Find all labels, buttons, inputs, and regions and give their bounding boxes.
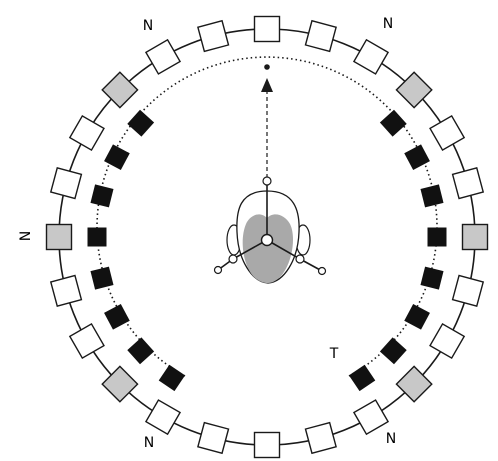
outer-square <box>453 275 484 306</box>
neighbor-square <box>47 225 72 250</box>
target-square <box>349 365 375 391</box>
heading-arrow-head <box>261 78 273 92</box>
outer-square <box>198 423 229 454</box>
inner-square <box>127 110 154 137</box>
top-joint <box>263 177 271 185</box>
right-joint <box>296 255 304 263</box>
outer-square <box>354 400 388 434</box>
head-figure <box>215 177 326 283</box>
right-end-joint <box>319 268 326 275</box>
outer-square <box>453 168 484 199</box>
left-joint <box>229 255 237 263</box>
left-end-joint <box>215 267 222 274</box>
neighbor-square <box>463 225 488 250</box>
inner-square <box>90 267 113 290</box>
target-label: T <box>329 346 339 362</box>
outer-square <box>70 324 104 358</box>
inner-square <box>159 365 185 391</box>
inner-square <box>404 304 430 330</box>
outer-square <box>146 400 180 434</box>
neighbor-label-top-left: N <box>143 18 153 34</box>
neighbor-label-bottom-left: N <box>144 435 154 451</box>
outer-square <box>430 116 464 150</box>
outer-square <box>51 168 82 199</box>
outer-square <box>255 433 280 458</box>
inner-square <box>90 184 113 207</box>
outer-square <box>198 21 229 52</box>
outer-square <box>305 423 336 454</box>
neighbor-label-top-right: N <box>383 16 393 32</box>
outer-square <box>51 275 82 306</box>
fixation-dot <box>264 64 270 70</box>
neighbor-label-left: N <box>18 231 34 241</box>
inner-square <box>104 304 130 330</box>
outer-square <box>430 324 464 358</box>
inner-square <box>428 228 447 247</box>
inner-square <box>88 228 107 247</box>
neighbor-label-bottom-right: N <box>386 431 396 447</box>
inner-square <box>380 110 407 137</box>
center-joint <box>262 235 273 246</box>
inner-square <box>127 337 154 364</box>
inner-square <box>380 337 407 364</box>
outer-square <box>305 21 336 52</box>
outer-square <box>146 40 180 74</box>
inner-square <box>420 267 443 290</box>
outer-square <box>354 40 388 74</box>
outer-square <box>255 17 280 42</box>
outer-square <box>70 116 104 150</box>
inner-square <box>420 184 443 207</box>
